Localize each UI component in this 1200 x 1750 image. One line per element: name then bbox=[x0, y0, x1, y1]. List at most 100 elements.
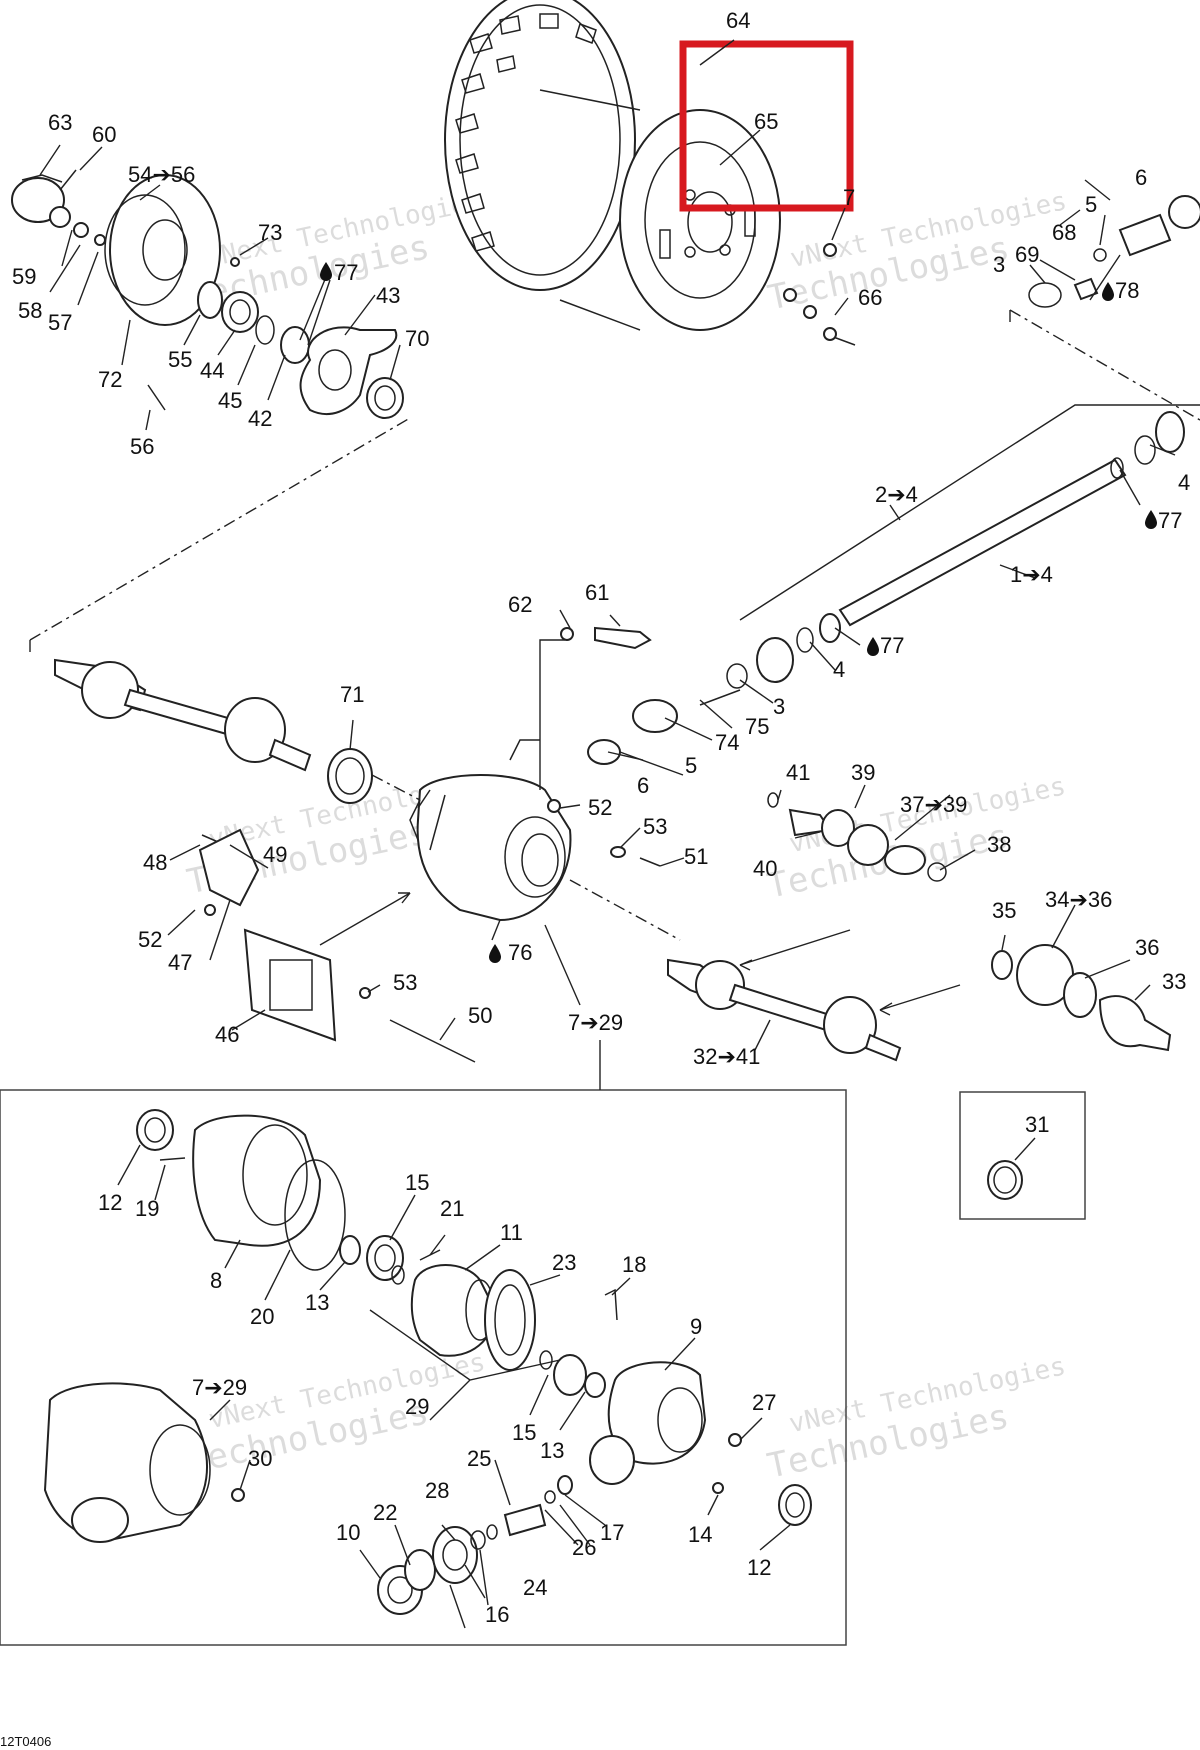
tire-tread bbox=[455, 13, 597, 252]
callout-41: 41 bbox=[786, 760, 810, 785]
brake-disc bbox=[109, 174, 221, 326]
callout-52: 52 bbox=[588, 795, 612, 820]
callout-77: 77 bbox=[334, 260, 358, 285]
callout-43: 43 bbox=[376, 283, 400, 308]
callout-59: 59 bbox=[12, 264, 36, 289]
assembly-center-lines bbox=[29, 309, 1200, 941]
callout-21: 21 bbox=[440, 1196, 464, 1221]
assembly-arrows bbox=[319, 892, 961, 1016]
callout-27: 27 bbox=[752, 1390, 776, 1415]
callout-9: 9 bbox=[690, 1314, 702, 1339]
callout-49: 49 bbox=[263, 842, 287, 867]
callout-64: 64 bbox=[726, 8, 750, 33]
callout-leaders bbox=[39, 39, 1176, 1629]
callout-54-56: 54➔56 bbox=[128, 162, 195, 187]
wheel-nuts bbox=[783, 243, 856, 346]
callout-47: 47 bbox=[168, 950, 192, 975]
callout-17: 17 bbox=[600, 1520, 624, 1545]
callout-2-4: 2➔4 bbox=[875, 482, 918, 507]
steering-knuckle bbox=[299, 326, 398, 415]
callout-52: 52 bbox=[138, 927, 162, 952]
callout-14: 14 bbox=[688, 1522, 712, 1547]
callout-70: 70 bbox=[405, 326, 429, 351]
callout-58: 58 bbox=[18, 298, 42, 323]
callout-46: 46 bbox=[215, 1022, 239, 1047]
callout-15: 15 bbox=[512, 1420, 536, 1445]
callout-3: 3 bbox=[993, 252, 1005, 277]
callout-13: 13 bbox=[540, 1438, 564, 1463]
callout-53: 53 bbox=[643, 814, 667, 839]
oil-drop-icons bbox=[320, 262, 1157, 963]
callout-24: 24 bbox=[523, 1575, 547, 1600]
oil-drop-icon bbox=[320, 262, 332, 281]
callout-76: 76 bbox=[508, 940, 532, 965]
callout-5: 5 bbox=[685, 753, 697, 778]
callout-57: 57 bbox=[48, 310, 72, 335]
callout-53: 53 bbox=[393, 970, 417, 995]
callout-51: 51 bbox=[684, 844, 708, 869]
callout-63: 63 bbox=[48, 110, 72, 135]
callout-7-29: 7➔29 bbox=[192, 1375, 247, 1400]
callout-28: 28 bbox=[425, 1478, 449, 1503]
callout-11: 11 bbox=[500, 1220, 523, 1245]
callout-16: 16 bbox=[485, 1602, 509, 1627]
callout-48: 48 bbox=[143, 850, 167, 875]
oil-drop-icon bbox=[1102, 282, 1114, 301]
callout-78: 78 bbox=[1115, 278, 1139, 303]
callout-77: 77 bbox=[1158, 508, 1182, 533]
callout-labels: 63 60 54➔56 73 77 43 70 59 58 57 55 44 7… bbox=[12, 8, 1190, 1627]
callout-7: 7 bbox=[843, 185, 855, 210]
callout-75: 75 bbox=[745, 714, 769, 739]
callout-20: 20 bbox=[250, 1304, 274, 1329]
callout-73: 73 bbox=[258, 220, 282, 245]
callout-6: 6 bbox=[1135, 165, 1147, 190]
tire-and-rim bbox=[444, 0, 781, 331]
front-drive-shaft bbox=[54, 658, 373, 804]
callout-6: 6 bbox=[637, 773, 649, 798]
callout-61: 61 bbox=[585, 580, 609, 605]
callout-7-29: 7➔29 bbox=[568, 1010, 623, 1035]
callout-45: 45 bbox=[218, 388, 242, 413]
rear-drive-shaft bbox=[667, 792, 1172, 1062]
callout-18: 18 bbox=[622, 1252, 646, 1277]
callout-44: 44 bbox=[200, 358, 224, 383]
oil-drop-icon bbox=[867, 637, 879, 656]
callout-66: 66 bbox=[858, 285, 882, 310]
highlight-box bbox=[679, 40, 854, 212]
propeller-shaft bbox=[587, 411, 1185, 765]
callout-38: 38 bbox=[987, 832, 1011, 857]
callout-12: 12 bbox=[98, 1190, 122, 1215]
callout-40: 40 bbox=[753, 856, 777, 881]
callout-56: 56 bbox=[130, 434, 154, 459]
callout-19: 19 bbox=[135, 1196, 159, 1221]
callout-50: 50 bbox=[468, 1003, 492, 1028]
callout-69: 69 bbox=[1015, 242, 1039, 267]
detail-box bbox=[0, 1089, 847, 1646]
callout-22: 22 bbox=[373, 1500, 397, 1525]
callout-37-39: 37➔39 bbox=[900, 792, 967, 817]
callout-12: 12 bbox=[747, 1555, 771, 1580]
callout-5: 5 bbox=[1085, 192, 1097, 217]
callout-30: 30 bbox=[248, 1446, 272, 1471]
callout-4: 4 bbox=[1178, 470, 1190, 495]
rear-coupler-parts bbox=[1028, 195, 1200, 308]
drawing-code: 12T0406 bbox=[0, 1734, 51, 1749]
callout-26: 26 bbox=[572, 1535, 596, 1560]
callout-55: 55 bbox=[168, 347, 192, 372]
differential-housing bbox=[198, 626, 661, 1063]
rim bbox=[619, 109, 781, 331]
callout-34-36: 34➔36 bbox=[1045, 887, 1112, 912]
callout-29: 29 bbox=[405, 1394, 429, 1419]
differential-exploded-parts bbox=[43, 1109, 812, 1615]
callout-31: 31 bbox=[1025, 1112, 1049, 1137]
callout-32-41: 32➔41 bbox=[693, 1044, 760, 1069]
callout-15: 15 bbox=[405, 1170, 429, 1195]
callout-25: 25 bbox=[467, 1446, 491, 1471]
callout-71: 71 bbox=[340, 682, 364, 707]
callout-62: 62 bbox=[508, 592, 532, 617]
callout-35: 35 bbox=[992, 898, 1016, 923]
callout-3: 3 bbox=[773, 694, 785, 719]
callout-13: 13 bbox=[305, 1290, 329, 1315]
callout-60: 60 bbox=[92, 122, 116, 147]
